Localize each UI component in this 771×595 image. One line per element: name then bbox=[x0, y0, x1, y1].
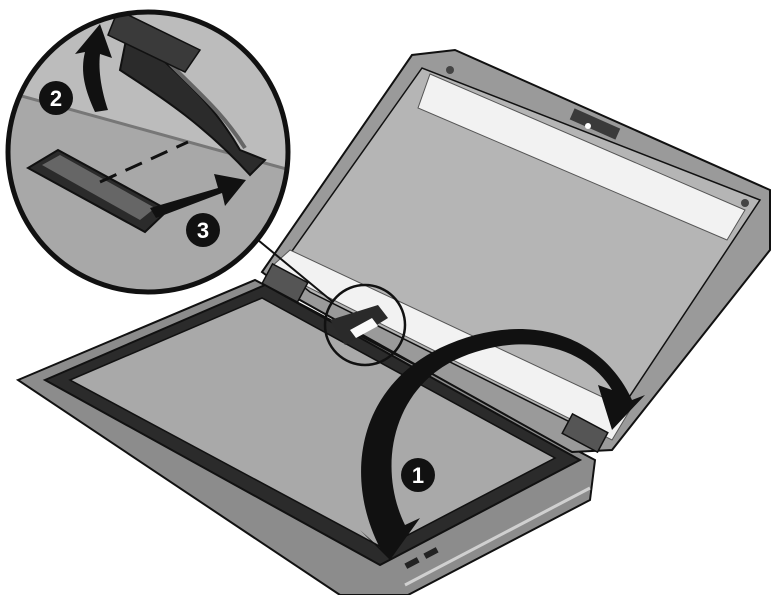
step-badge-1-label: 1 bbox=[412, 463, 424, 488]
step-badge-3-label: 3 bbox=[197, 218, 209, 243]
screw-top-left bbox=[446, 66, 454, 74]
step-badge-3: 3 bbox=[186, 213, 220, 247]
step-badge-1: 1 bbox=[401, 458, 435, 492]
screw-top-right bbox=[741, 199, 749, 207]
webcam-lens bbox=[585, 123, 591, 129]
step-badge-2: 2 bbox=[39, 81, 73, 115]
step-badge-2-label: 2 bbox=[50, 86, 62, 111]
magnifier-callout-icon bbox=[0, 10, 290, 300]
